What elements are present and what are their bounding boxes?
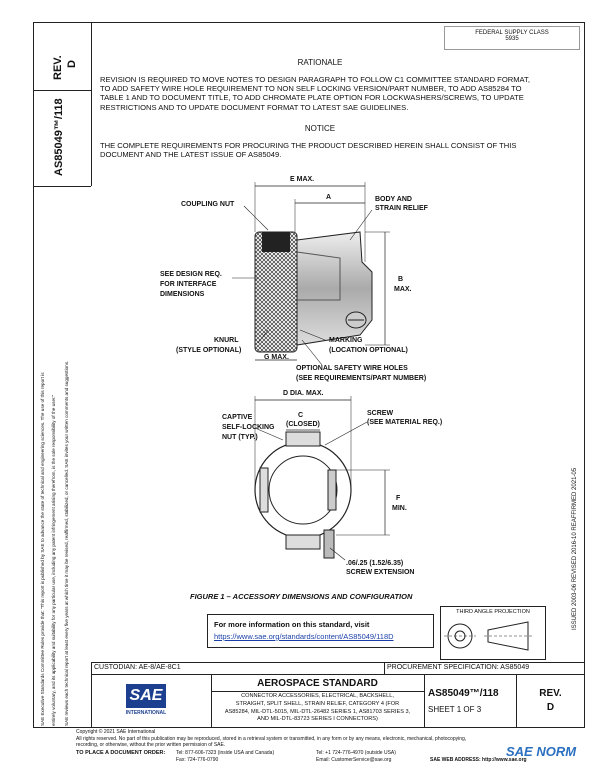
label-a: A xyxy=(326,194,332,201)
projection-box: THIRD ANGLE PROJECTION xyxy=(440,606,546,660)
approval-line-2: 5935 xyxy=(505,36,519,42)
label-closed: (CLOSED) xyxy=(286,421,320,428)
label-safety-1: OPTIONAL SAFETY WIRE HOLES xyxy=(296,365,408,372)
footer: Copyright © 2021 SAE International All r… xyxy=(76,729,586,749)
footer-rights-2: recording, or otherwise, without the pri… xyxy=(76,742,226,748)
label-see-material: (SEE MATERIAL REQ.) xyxy=(367,419,443,426)
description-line-2: STRAIGHT, SPLIT SHELL, STRAIN RELIEF, CA… xyxy=(235,700,400,707)
notice-title: NOTICE xyxy=(304,124,336,133)
custodian-text: CUSTODIAN: AE-8/AE-8C1 xyxy=(94,664,181,671)
label-style-optional: (STYLE OPTIONAL) xyxy=(176,347,242,354)
label-see-design-2: FOR INTERFACE xyxy=(160,281,217,288)
info-box: For more information on this standard, v… xyxy=(207,614,434,648)
footer-web[interactable]: SAE WEB ADDRESS: http://www.sae.org xyxy=(430,757,527,763)
label-location-optional: (LOCATION OPTIONAL) xyxy=(329,347,408,354)
header-left-divider xyxy=(91,22,92,186)
figure-caption: FIGURE 1 – ACCESSORY DIMENSIONS AND CONF… xyxy=(190,592,413,601)
footer-fax: Fax: 724-776-0790 xyxy=(176,757,219,763)
label-captive-2: SELF-LOCKING xyxy=(222,424,275,431)
description-line-4: AND MIL-DTL-83723 SERIES I CONNECTORS) xyxy=(257,716,378,723)
footer-order-label: TO PLACE A DOCUMENT ORDER: xyxy=(76,750,166,756)
rationale-text: REVISION IS REQUIRED TO MOVE NOTES TO DE… xyxy=(100,75,530,112)
title-block-logo-divider xyxy=(211,674,212,728)
sae-logo-subtitle: INTERNATIONAL xyxy=(125,710,167,716)
label-coupling-nut: COUPLING NUT xyxy=(181,201,235,208)
sheet-number: SHEET 1 OF 3 xyxy=(428,705,482,714)
label-e-max: E MAX. xyxy=(290,176,315,183)
end-view-connector xyxy=(254,431,352,559)
approval-line-1: FEDERAL SUPPLY CLASS xyxy=(475,30,549,36)
title-block-row xyxy=(91,674,585,675)
label-captive-3: NUT (TYP.) xyxy=(222,434,258,441)
right-margin-dates: ISSUED 2003-06 REVISED 2016-10 REAFFIRME… xyxy=(572,467,578,630)
label-captive-1: CAPTIVE xyxy=(222,414,253,421)
notice-text: THE COMPLETE REQUIREMENTS FOR PROCURING … xyxy=(100,141,517,160)
header-rev-divider xyxy=(33,90,91,91)
left-margin-line-1: SAE Executive Standards Committee Rules … xyxy=(40,372,45,726)
label-marking: MARKING xyxy=(329,337,363,344)
label-b-max: MAX. xyxy=(394,286,412,293)
label-c: C xyxy=(298,412,304,419)
label-screw-ext-2: SCREW EXTENSION xyxy=(346,569,415,576)
aerospace-standard-heading: AEROSPACE STANDARD xyxy=(257,678,378,689)
label-body-strain-1: BODY AND xyxy=(375,196,412,203)
side-view-connector xyxy=(254,231,373,353)
title-block-id-divider xyxy=(424,674,425,728)
procurement-text: PROCUREMENT SPECIFICATION: AS85049 xyxy=(387,664,530,671)
heading-divider xyxy=(211,691,424,692)
title-rev-label: REV. xyxy=(539,688,562,699)
footer-rights: All rights reserved. No part of this pub… xyxy=(76,735,467,742)
label-see-design-3: DIMENSIONS xyxy=(160,291,205,298)
info-box-text: For more information on this standard, v… xyxy=(214,620,370,629)
sae-logo: SAE xyxy=(126,684,166,708)
label-see-design-1: SEE DESIGN REQ. xyxy=(160,271,222,278)
description-line-1: CONNECTOR ACCESSORIES, ELECTRICAL, BACKS… xyxy=(241,693,394,699)
left-margin-line-3: SAE reviews each technical report at lea… xyxy=(64,360,69,726)
title-rev-value: D xyxy=(546,702,555,713)
footer-tel-2: Tel: +1 724-776-4970 (outside USA) xyxy=(316,750,396,756)
label-safety-2: (SEE REQUIREMENTS/PART NUMBER) xyxy=(296,375,427,382)
label-g-max: G MAX. xyxy=(264,354,289,361)
info-box-link[interactable]: https://www.sae.org/standards/content/AS… xyxy=(214,632,394,641)
label-b: B xyxy=(398,276,404,283)
title-block-left xyxy=(91,662,92,728)
rationale-title: RATIONALE xyxy=(297,58,343,67)
watermark: SAE NORM xyxy=(506,744,577,759)
page-frame xyxy=(33,22,585,728)
label-f-min: MIN. xyxy=(392,505,407,512)
header-id-divider xyxy=(33,186,91,187)
document-description: CONNECTOR ACCESSORIES, ELECTRICAL, BACKS… xyxy=(211,693,424,724)
footer-copyright: Copyright © 2021 SAE International xyxy=(76,729,156,735)
label-body-strain-2: STRAIN RELIEF xyxy=(375,205,428,212)
left-margin-line-2: entirely voluntary, and its applicabilit… xyxy=(51,394,56,726)
footer-email: Email: CustomerService@sae.org xyxy=(316,757,392,763)
label-f: F xyxy=(396,495,401,502)
title-block-top xyxy=(91,662,585,663)
projection-symbol xyxy=(444,621,532,651)
title-doc-id: AS85049™/118 xyxy=(428,688,499,699)
label-screw-ext-1: .06/.25 (1.52/6.35) xyxy=(346,560,404,567)
title-block-proc-divider xyxy=(384,662,385,674)
label-knurl: KNURL xyxy=(214,337,239,344)
label-d-dia: D DIA. MAX. xyxy=(283,390,324,397)
projection-label: THIRD ANGLE PROJECTION xyxy=(456,609,530,615)
approval-box: FEDERAL SUPPLY CLASS 5935 xyxy=(444,26,580,50)
label-screw: SCREW xyxy=(367,410,394,417)
title-block-rev-divider xyxy=(516,674,517,728)
description-line-3: AS85284, MIL-DTL-5015, MIL-DTL-26482 SER… xyxy=(224,708,411,715)
footer-tel: Tel: 877-606-7323 (inside USA and Canada… xyxy=(176,750,275,756)
